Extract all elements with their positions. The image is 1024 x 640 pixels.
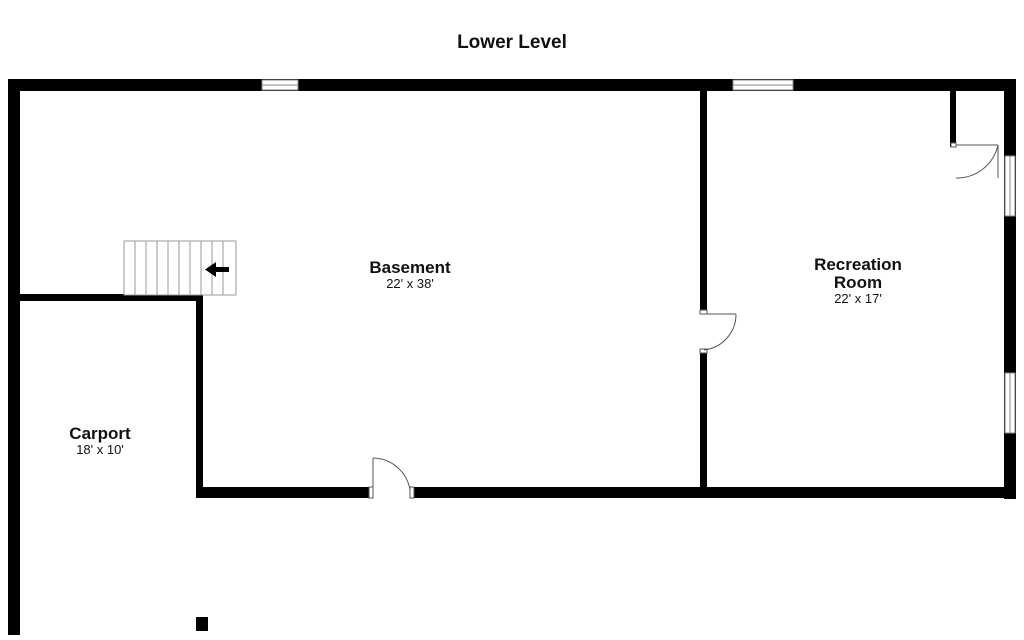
- room-name-line2: Room: [833, 273, 883, 292]
- window-top-left: [261, 79, 299, 91]
- floor-plan-title: Lower Level: [457, 32, 567, 53]
- room-label-carport: Carport 18' x 10': [30, 425, 170, 457]
- wall-top: [8, 79, 1016, 91]
- stairs-down-arrow-icon: [205, 262, 229, 277]
- door-closet: [950, 142, 999, 179]
- room-dimensions: 22' x 17': [834, 291, 882, 306]
- room-dimensions: 18' x 10': [76, 442, 124, 457]
- room-dimensions: 22' x 38': [386, 276, 434, 291]
- wall-bottom-left: [197, 487, 369, 498]
- room-name-line1: Recreation: [814, 255, 902, 274]
- room-label-basement: Basement 22' x 38': [330, 259, 490, 291]
- door-recreation-room: [699, 309, 737, 354]
- door-bottom-entry: [368, 457, 415, 499]
- closet-wall: [950, 91, 956, 147]
- wall-divider-lower: [700, 353, 707, 488]
- room-name: Basement: [369, 258, 451, 277]
- window-right-upper: [1004, 155, 1016, 217]
- wall-left: [8, 79, 20, 635]
- room-name: Carport: [69, 424, 131, 443]
- wall-bottom-right: [414, 487, 1016, 498]
- carport-post: [196, 617, 208, 631]
- staircase: [123, 240, 237, 296]
- wall-right: [1004, 79, 1016, 499]
- room-label-recreation-room: Recreation Room 22' x 17': [778, 256, 938, 306]
- wall-carport-right: [196, 294, 203, 498]
- walls: [8, 79, 1016, 635]
- wall-divider-upper: [700, 91, 707, 310]
- window-top-right: [732, 79, 794, 91]
- window-right-lower: [1004, 372, 1016, 434]
- wall-carport-top: [20, 294, 203, 301]
